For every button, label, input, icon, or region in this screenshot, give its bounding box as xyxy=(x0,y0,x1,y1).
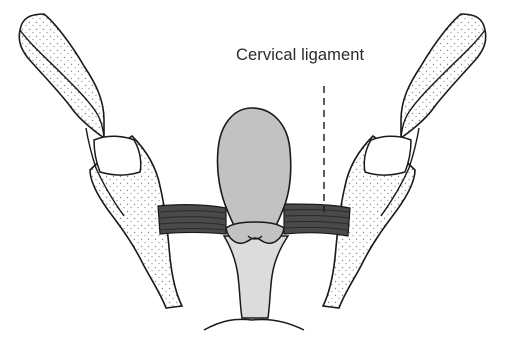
vaginal-canal xyxy=(224,236,288,318)
uterus xyxy=(217,108,290,243)
left-acetabulum xyxy=(94,136,141,175)
cervical-ligament-label: Cervical ligament xyxy=(236,46,364,65)
right-ilium-wing xyxy=(401,14,486,138)
uterus-body xyxy=(217,108,290,236)
vagina xyxy=(204,236,304,330)
introitus-line xyxy=(204,319,304,330)
left-pelvic-bone xyxy=(19,14,182,308)
left-ilium-wing xyxy=(19,14,104,138)
right-cervical-ligament xyxy=(284,204,350,236)
right-acetabulum xyxy=(364,136,411,175)
